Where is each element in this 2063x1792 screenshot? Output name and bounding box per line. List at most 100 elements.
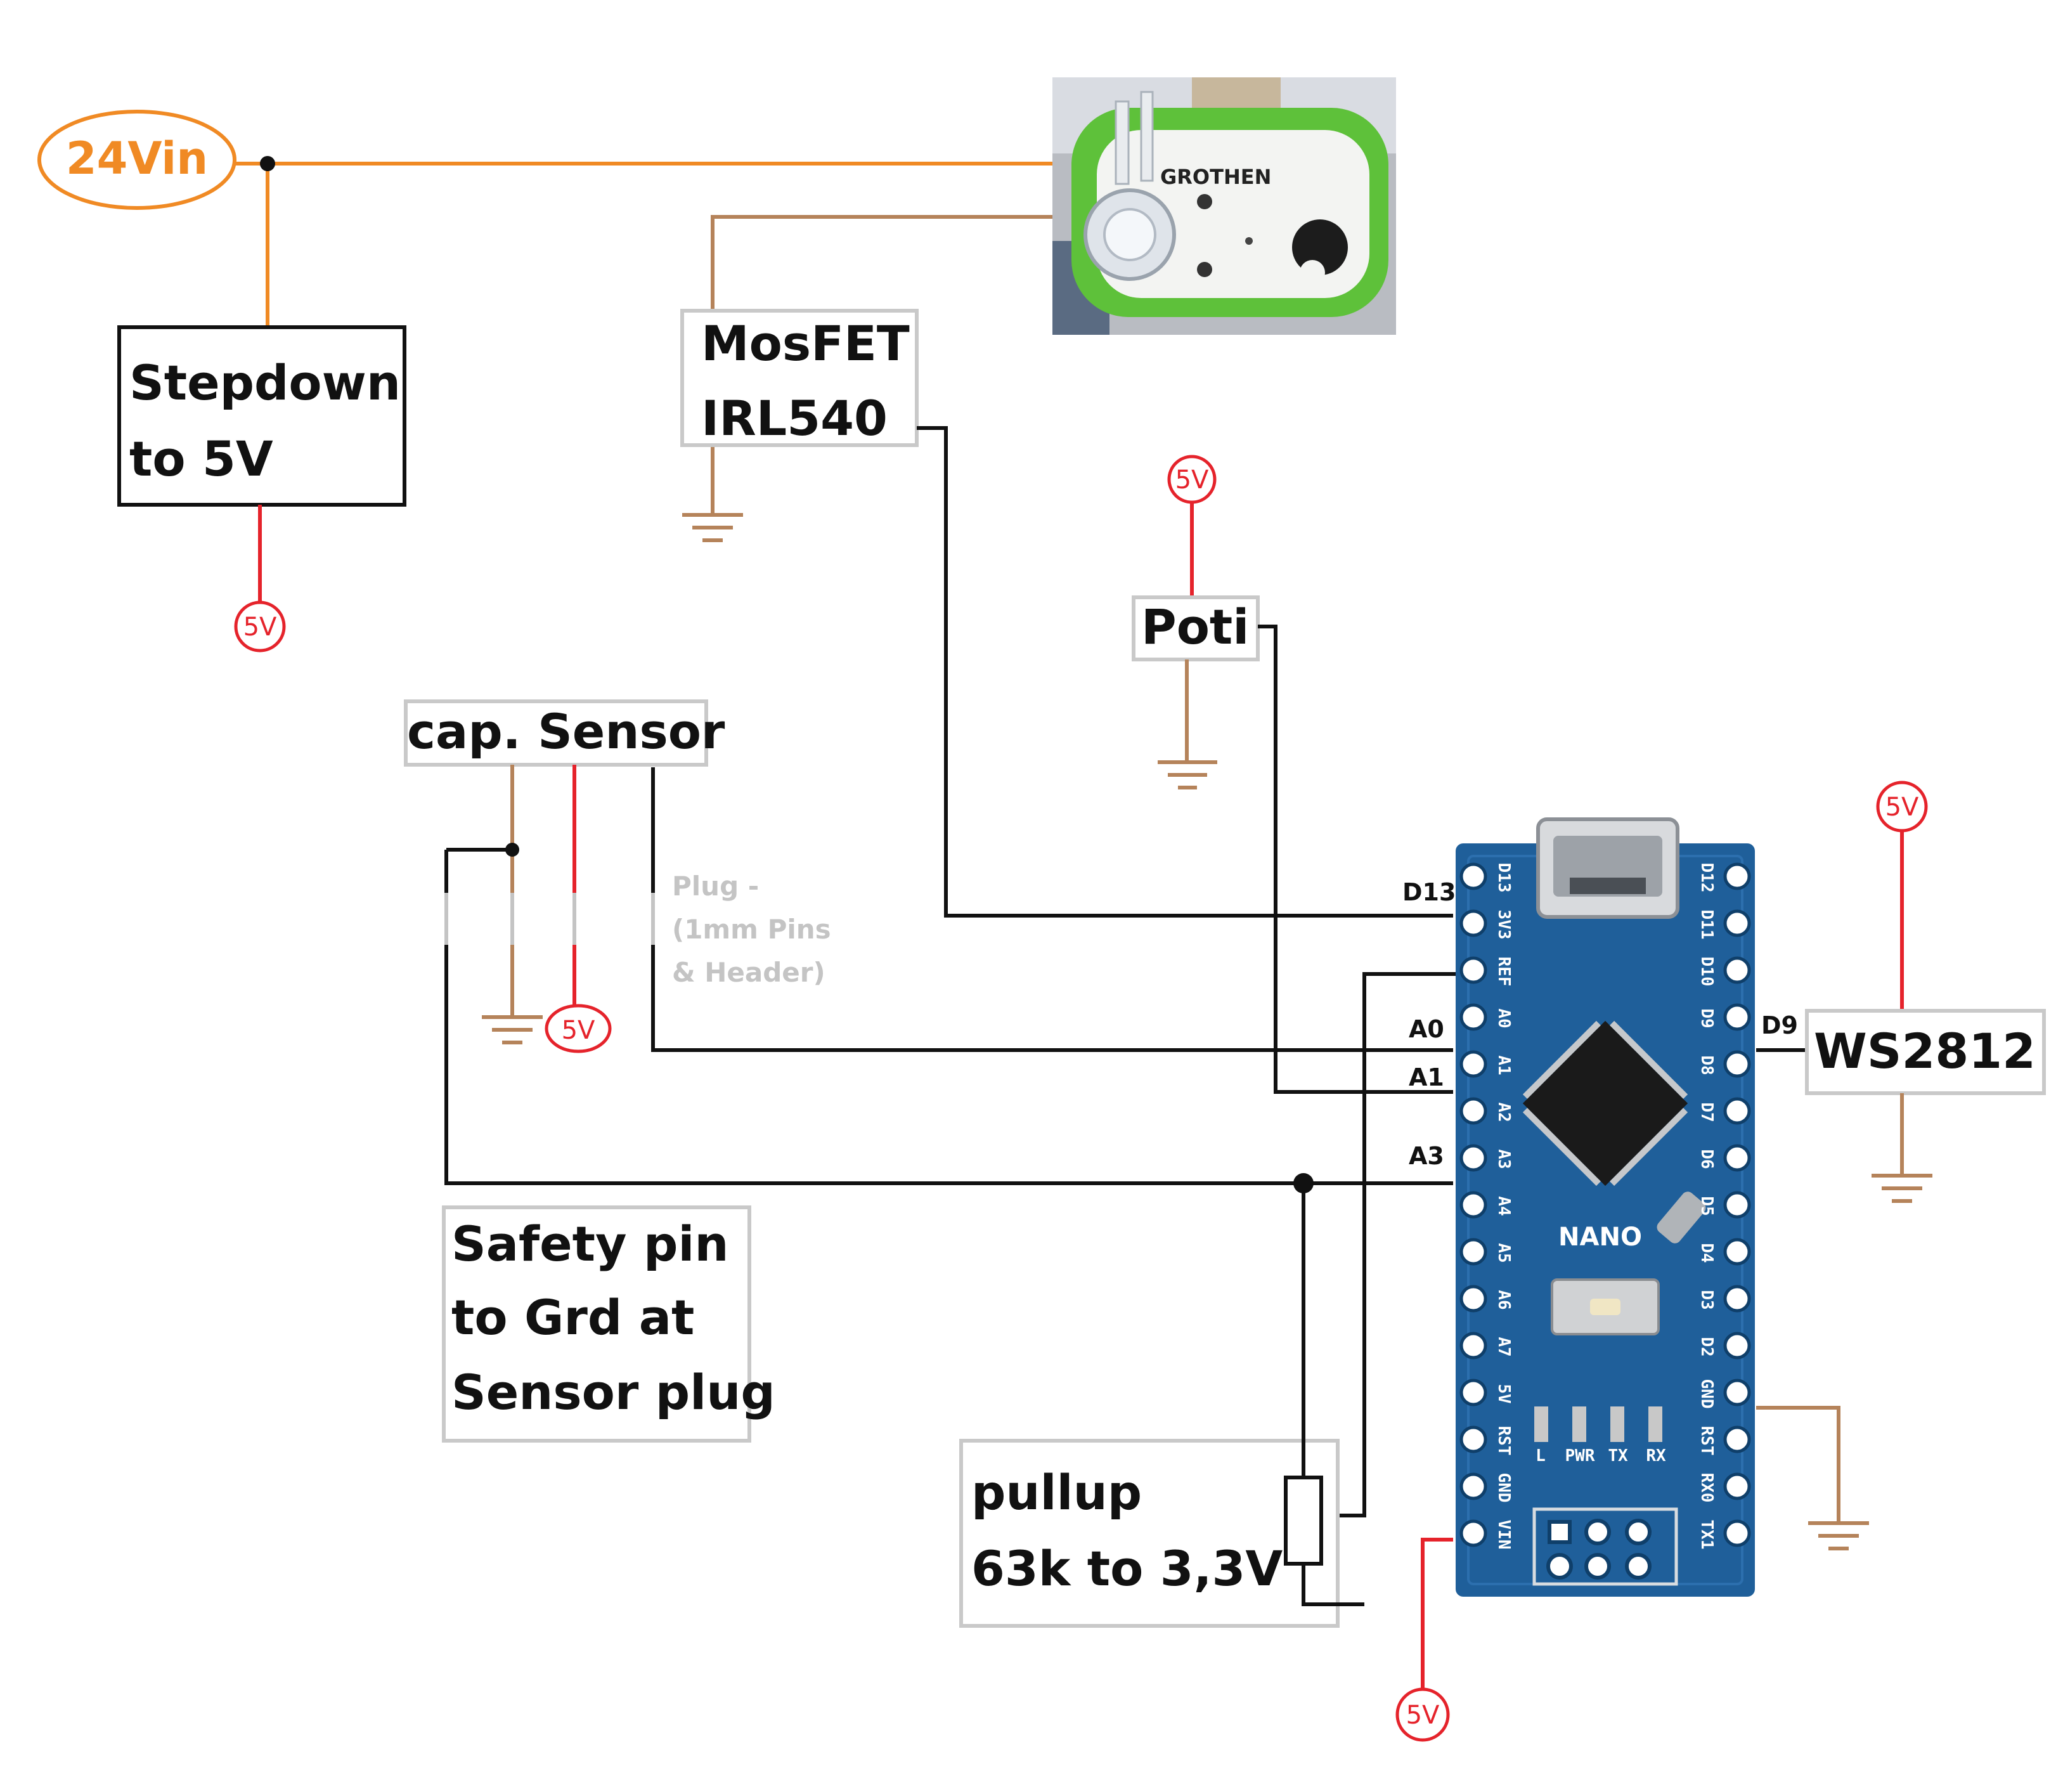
power-input-label: 24Vin — [66, 133, 208, 185]
ground-symbol-nano — [1808, 1521, 1869, 1550]
pin-pad-right-d2 — [1723, 1332, 1751, 1360]
mosfet-label-line2: IRL540 — [701, 390, 888, 446]
board-pin-label-left-5v: 5V — [1494, 1384, 1513, 1403]
board-pin-label-right-d10: D10 — [1697, 957, 1716, 987]
power-input-24v: 24Vin — [37, 110, 236, 210]
board-pin-label-right-gnd: GND — [1697, 1379, 1716, 1409]
poti-box: Poti — [1132, 595, 1260, 661]
pullup-resistor-wires — [1302, 1183, 1364, 1606]
pin-pad-right-rst — [1723, 1425, 1751, 1453]
ws2812-box: WS2812 — [1805, 1009, 2046, 1095]
safety-note-line3: Sensor plug — [451, 1364, 775, 1420]
supply-5v-label: 5V — [243, 613, 277, 642]
board-pin-label-right-d12: D12 — [1697, 863, 1716, 893]
stepdown-label-line1: Stepdown — [129, 354, 401, 411]
arduino-nano-board: NANO L PWR TX RX D133V3REFA0A1A2A3A4A5A6… — [1456, 817, 1755, 1597]
led-label-l: L — [1536, 1446, 1546, 1465]
board-pin-label-left-a3: A3 — [1494, 1149, 1513, 1169]
pump-photo: GROTHEN — [1052, 77, 1396, 335]
board-pin-label-right-d7: D7 — [1697, 1102, 1716, 1122]
sensor-label: cap. Sensor — [407, 703, 725, 760]
board-pin-label-right-d9: D9 — [1697, 1008, 1716, 1028]
pump-knob — [1292, 219, 1348, 275]
pullup-note-line2: 63k to 3,3V — [971, 1540, 1283, 1597]
board-pin-label-left-rst: RST — [1494, 1426, 1513, 1456]
pin-label-a0: A0 — [1409, 1015, 1444, 1043]
board-pin-label-left-a1: A1 — [1494, 1055, 1513, 1075]
ws2812-label: WS2812 — [1814, 1023, 2036, 1079]
junction-dot-sensor-gnd — [505, 843, 519, 857]
stepdown-label-line2: to 5V — [129, 431, 273, 487]
board-pin-label-right-d4: D4 — [1697, 1243, 1716, 1263]
pin-pad-left-5v — [1459, 1379, 1487, 1406]
supply-5v-label: 5V — [562, 1016, 595, 1045]
ground-symbol-poti — [1158, 760, 1217, 789]
pin-pad-left-a1 — [1459, 1050, 1487, 1078]
pullup-resistor — [1284, 1476, 1323, 1566]
sensor-box: cap. Sensor — [404, 699, 725, 767]
mcu-chip — [1522, 1020, 1688, 1186]
ground-symbol-sensor — [482, 1015, 543, 1044]
pin-pad-left-rst — [1459, 1425, 1487, 1453]
safety-wire — [444, 848, 1453, 1185]
pin-pad-right-d11 — [1723, 909, 1751, 937]
board-pin-label-right-d5: D5 — [1697, 1196, 1716, 1216]
pin-pad-left-ref — [1459, 956, 1487, 984]
board-pin-label-left-d13: D13 — [1494, 863, 1513, 893]
pin-pad-right-d10 — [1723, 956, 1751, 984]
supply-5v-sensor: 5V — [545, 1004, 612, 1053]
supply-5v-poti: 5V — [1167, 455, 1217, 504]
pin-label-a1: A1 — [1409, 1063, 1444, 1091]
board-pin-label-right-tx1: TX1 — [1697, 1520, 1716, 1550]
pin-pad-left-a3 — [1459, 1144, 1487, 1172]
board-pin-label-right-d11: D11 — [1697, 910, 1716, 940]
mosfet-gate-drain-wires — [711, 215, 1052, 515]
pullup-note-line1: pullup — [971, 1464, 1142, 1521]
pin-pad-right-gnd — [1723, 1379, 1751, 1406]
board-pin-label-left-gnd: GND — [1494, 1473, 1513, 1503]
power-24v-wires — [236, 162, 1054, 327]
pin-pad-left-a5 — [1459, 1238, 1487, 1266]
poti-label: Poti — [1141, 599, 1249, 655]
supply-5v-vin: 5V — [1395, 1687, 1450, 1742]
junction-dot-24v — [260, 156, 275, 171]
pullup-note-box: pullup 63k to 3,3V — [959, 1439, 1340, 1628]
icsp-header — [1532, 1507, 1678, 1586]
pin-label-d13: D13 — [1402, 878, 1456, 906]
ground-symbol-ws2812 — [1872, 1174, 1932, 1203]
pin-pad-right-tx1 — [1723, 1519, 1751, 1547]
led-label-pwr: PWR — [1565, 1446, 1595, 1465]
board-pin-label-right-d6: D6 — [1697, 1149, 1716, 1169]
safety-note-line2: to Grd at — [451, 1289, 694, 1346]
pin-pad-right-d3 — [1723, 1285, 1751, 1313]
pin-pad-right-d8 — [1723, 1050, 1751, 1078]
plug-note-line1: Plug - — [672, 871, 759, 902]
pin-pad-right-d9 — [1723, 1003, 1751, 1031]
led-label-rx: RX — [1646, 1446, 1666, 1465]
junction-dot-a3 — [1293, 1173, 1314, 1193]
supply-5v-ws2812: 5V — [1876, 781, 1928, 833]
left-pin-header — [1459, 862, 1487, 1547]
board-pin-label-left-a7: A7 — [1494, 1337, 1513, 1356]
board-pin-label-left-a6: A6 — [1494, 1290, 1513, 1309]
supply-5v-label: 5V — [1885, 793, 1919, 822]
board-pin-label-left-a5: A5 — [1494, 1243, 1513, 1263]
board-pin-label-left-vin: VIN — [1494, 1520, 1513, 1550]
pin-pad-left-vin — [1459, 1519, 1487, 1547]
board-pin-label-left-a2: A2 — [1494, 1102, 1513, 1122]
supply-5v-stepdown: 5V — [234, 601, 286, 653]
pin-pad-left-d13 — [1459, 862, 1487, 890]
pin-pad-right-d5 — [1723, 1191, 1751, 1219]
board-name: NANO — [1558, 1223, 1642, 1252]
pin-pad-right-d4 — [1723, 1238, 1751, 1266]
board-pin-label-left-a0: A0 — [1494, 1008, 1513, 1028]
pin-pad-left-a2 — [1459, 1097, 1487, 1125]
led-label-tx: TX — [1608, 1446, 1628, 1465]
pin-pad-right-d12 — [1723, 862, 1751, 890]
mosfet-label-line1: MosFET — [701, 315, 910, 372]
pin-pad-right-d6 — [1723, 1144, 1751, 1172]
pump-brand: GROTHEN — [1160, 165, 1271, 189]
pullup-3v3-wire — [1303, 972, 1466, 1517]
board-pin-label-right-d3: D3 — [1697, 1290, 1716, 1309]
